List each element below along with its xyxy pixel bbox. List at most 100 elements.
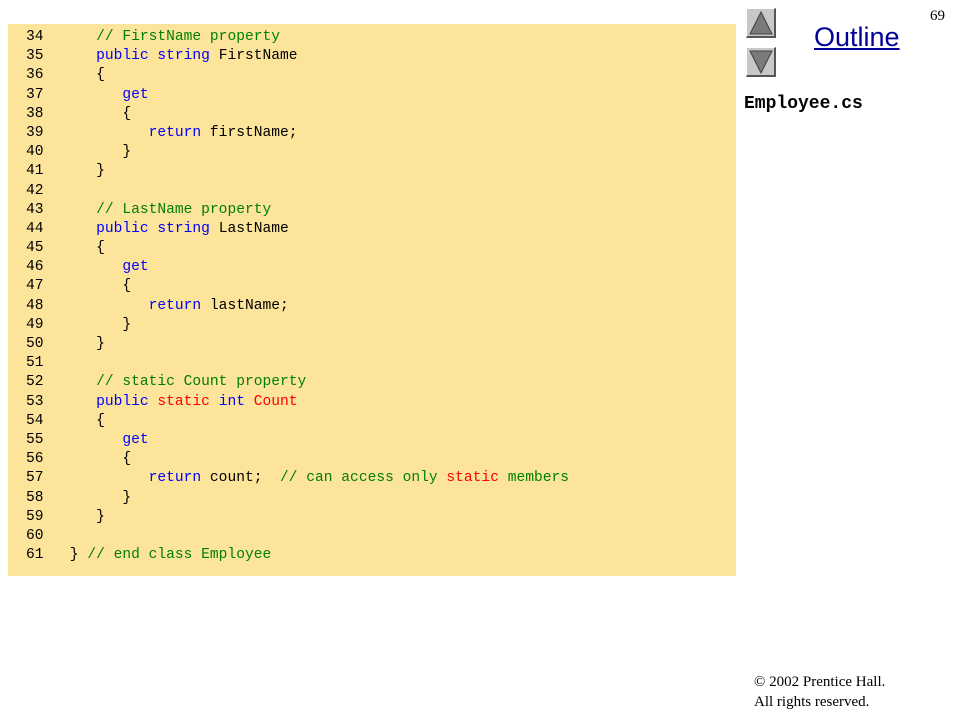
line-number: 45: [26, 240, 44, 257]
line-number: 51: [26, 355, 44, 372]
code-token: static: [446, 470, 499, 487]
outline-link[interactable]: Outline: [814, 22, 900, 52]
code-token: [70, 48, 96, 64]
code-line: 49 }: [26, 316, 569, 335]
up-triangle-icon: [749, 10, 773, 35]
code-line: 60: [26, 527, 569, 546]
code-token: return: [148, 297, 202, 314]
line-number: 58: [26, 489, 44, 506]
code-token: count;: [201, 470, 280, 487]
code-token: {: [69, 451, 132, 468]
line-number: 48: [26, 297, 44, 314]
code-token: lastName;: [201, 297, 289, 314]
line-number: 42: [26, 182, 44, 199]
code-token: get: [122, 259, 149, 276]
code-token: members: [498, 470, 570, 487]
code-token: }: [69, 489, 132, 506]
code-token: [70, 125, 149, 141]
code-token: // end class Employee: [87, 547, 272, 564]
code-token: // LastName property: [96, 201, 272, 218]
code-token: get: [122, 431, 149, 448]
line-number: 44: [26, 220, 44, 237]
line-number: 55: [26, 431, 44, 448]
code-token: static: [157, 393, 210, 410]
code-token: // can access only: [280, 470, 447, 487]
copyright-line-1: © 2002 Prentice Hall.: [754, 674, 886, 690]
code-token: [210, 394, 219, 410]
code-token: {: [69, 105, 132, 122]
copyright-notice: © 2002 Prentice Hall. All rights reserve…: [754, 672, 885, 712]
code-token: [70, 259, 123, 275]
page-number: 69: [930, 8, 945, 24]
code-line: 54 {: [26, 412, 569, 431]
file-name-label: Employee.cs: [744, 94, 863, 114]
line-number: 37: [26, 86, 44, 103]
code-token: firstName;: [201, 124, 298, 141]
code-line: 50 }: [26, 335, 569, 354]
code-token: Count: [244, 393, 298, 410]
line-number: 53: [26, 393, 44, 410]
line-number: 56: [26, 451, 44, 468]
code-token: }: [69, 547, 88, 564]
code-token: LastName: [209, 220, 289, 237]
code-line: 42: [26, 182, 569, 201]
code-token: [70, 87, 123, 103]
code-token: // static Count property: [96, 374, 307, 391]
code-line: 47 {: [26, 277, 569, 296]
line-number: 57: [26, 470, 44, 487]
code-token: get: [122, 86, 149, 103]
code-token: public string: [96, 48, 210, 65]
line-number: 61: [26, 547, 44, 564]
code-line: 39 return firstName;: [26, 124, 569, 143]
code-token: int: [218, 393, 245, 410]
line-number: 49: [26, 316, 44, 333]
code-line: 38 {: [26, 105, 569, 124]
code-token: [70, 202, 96, 218]
code-line: 37 get: [26, 86, 569, 105]
code-token: return: [148, 124, 202, 141]
code-token: [70, 470, 149, 486]
code-token: return: [148, 470, 202, 487]
code-token: [70, 432, 123, 448]
line-number: 52: [26, 374, 44, 391]
line-number: 43: [26, 201, 44, 218]
line-number: 47: [26, 278, 44, 295]
code-line: 58 }: [26, 489, 569, 508]
code-line: 41 }: [26, 162, 569, 181]
line-number: 46: [26, 259, 44, 276]
code-line: 53 public static int Count: [26, 393, 569, 412]
code-token: }: [69, 336, 105, 352]
code-token: {: [69, 278, 132, 295]
code-token: }: [69, 144, 132, 161]
code-token: {: [69, 240, 105, 257]
line-number: 59: [26, 508, 44, 525]
line-number: 39: [26, 124, 44, 141]
code-token: }: [69, 316, 132, 333]
code-line: 35 public string FirstName: [26, 47, 569, 66]
code-line: 59 }: [26, 508, 569, 527]
line-number: 54: [26, 412, 44, 429]
code-line: 51: [26, 354, 569, 373]
code-line: 48 return lastName;: [26, 297, 569, 316]
code-line: 61 } // end class Employee: [26, 546, 569, 565]
line-number: 38: [26, 105, 44, 122]
line-number: 41: [26, 163, 44, 180]
copyright-line-2: All rights reserved.: [754, 694, 870, 710]
code-token: FirstName: [209, 48, 298, 65]
code-token: [70, 298, 149, 314]
code-token: }: [69, 163, 105, 180]
code-token: [70, 29, 96, 45]
code-token: public: [96, 393, 149, 410]
code-token: {: [69, 412, 105, 429]
next-slide-button[interactable]: [746, 47, 776, 77]
down-triangle-icon: [749, 50, 773, 75]
code-token: [70, 374, 96, 390]
code-line: 45 {: [26, 239, 569, 258]
previous-slide-button[interactable]: [746, 8, 776, 38]
code-line: 36 {: [26, 66, 569, 85]
code-token: [70, 394, 96, 410]
code-token: {: [69, 67, 105, 84]
line-number: 34: [26, 29, 44, 45]
code-token: [70, 221, 96, 237]
